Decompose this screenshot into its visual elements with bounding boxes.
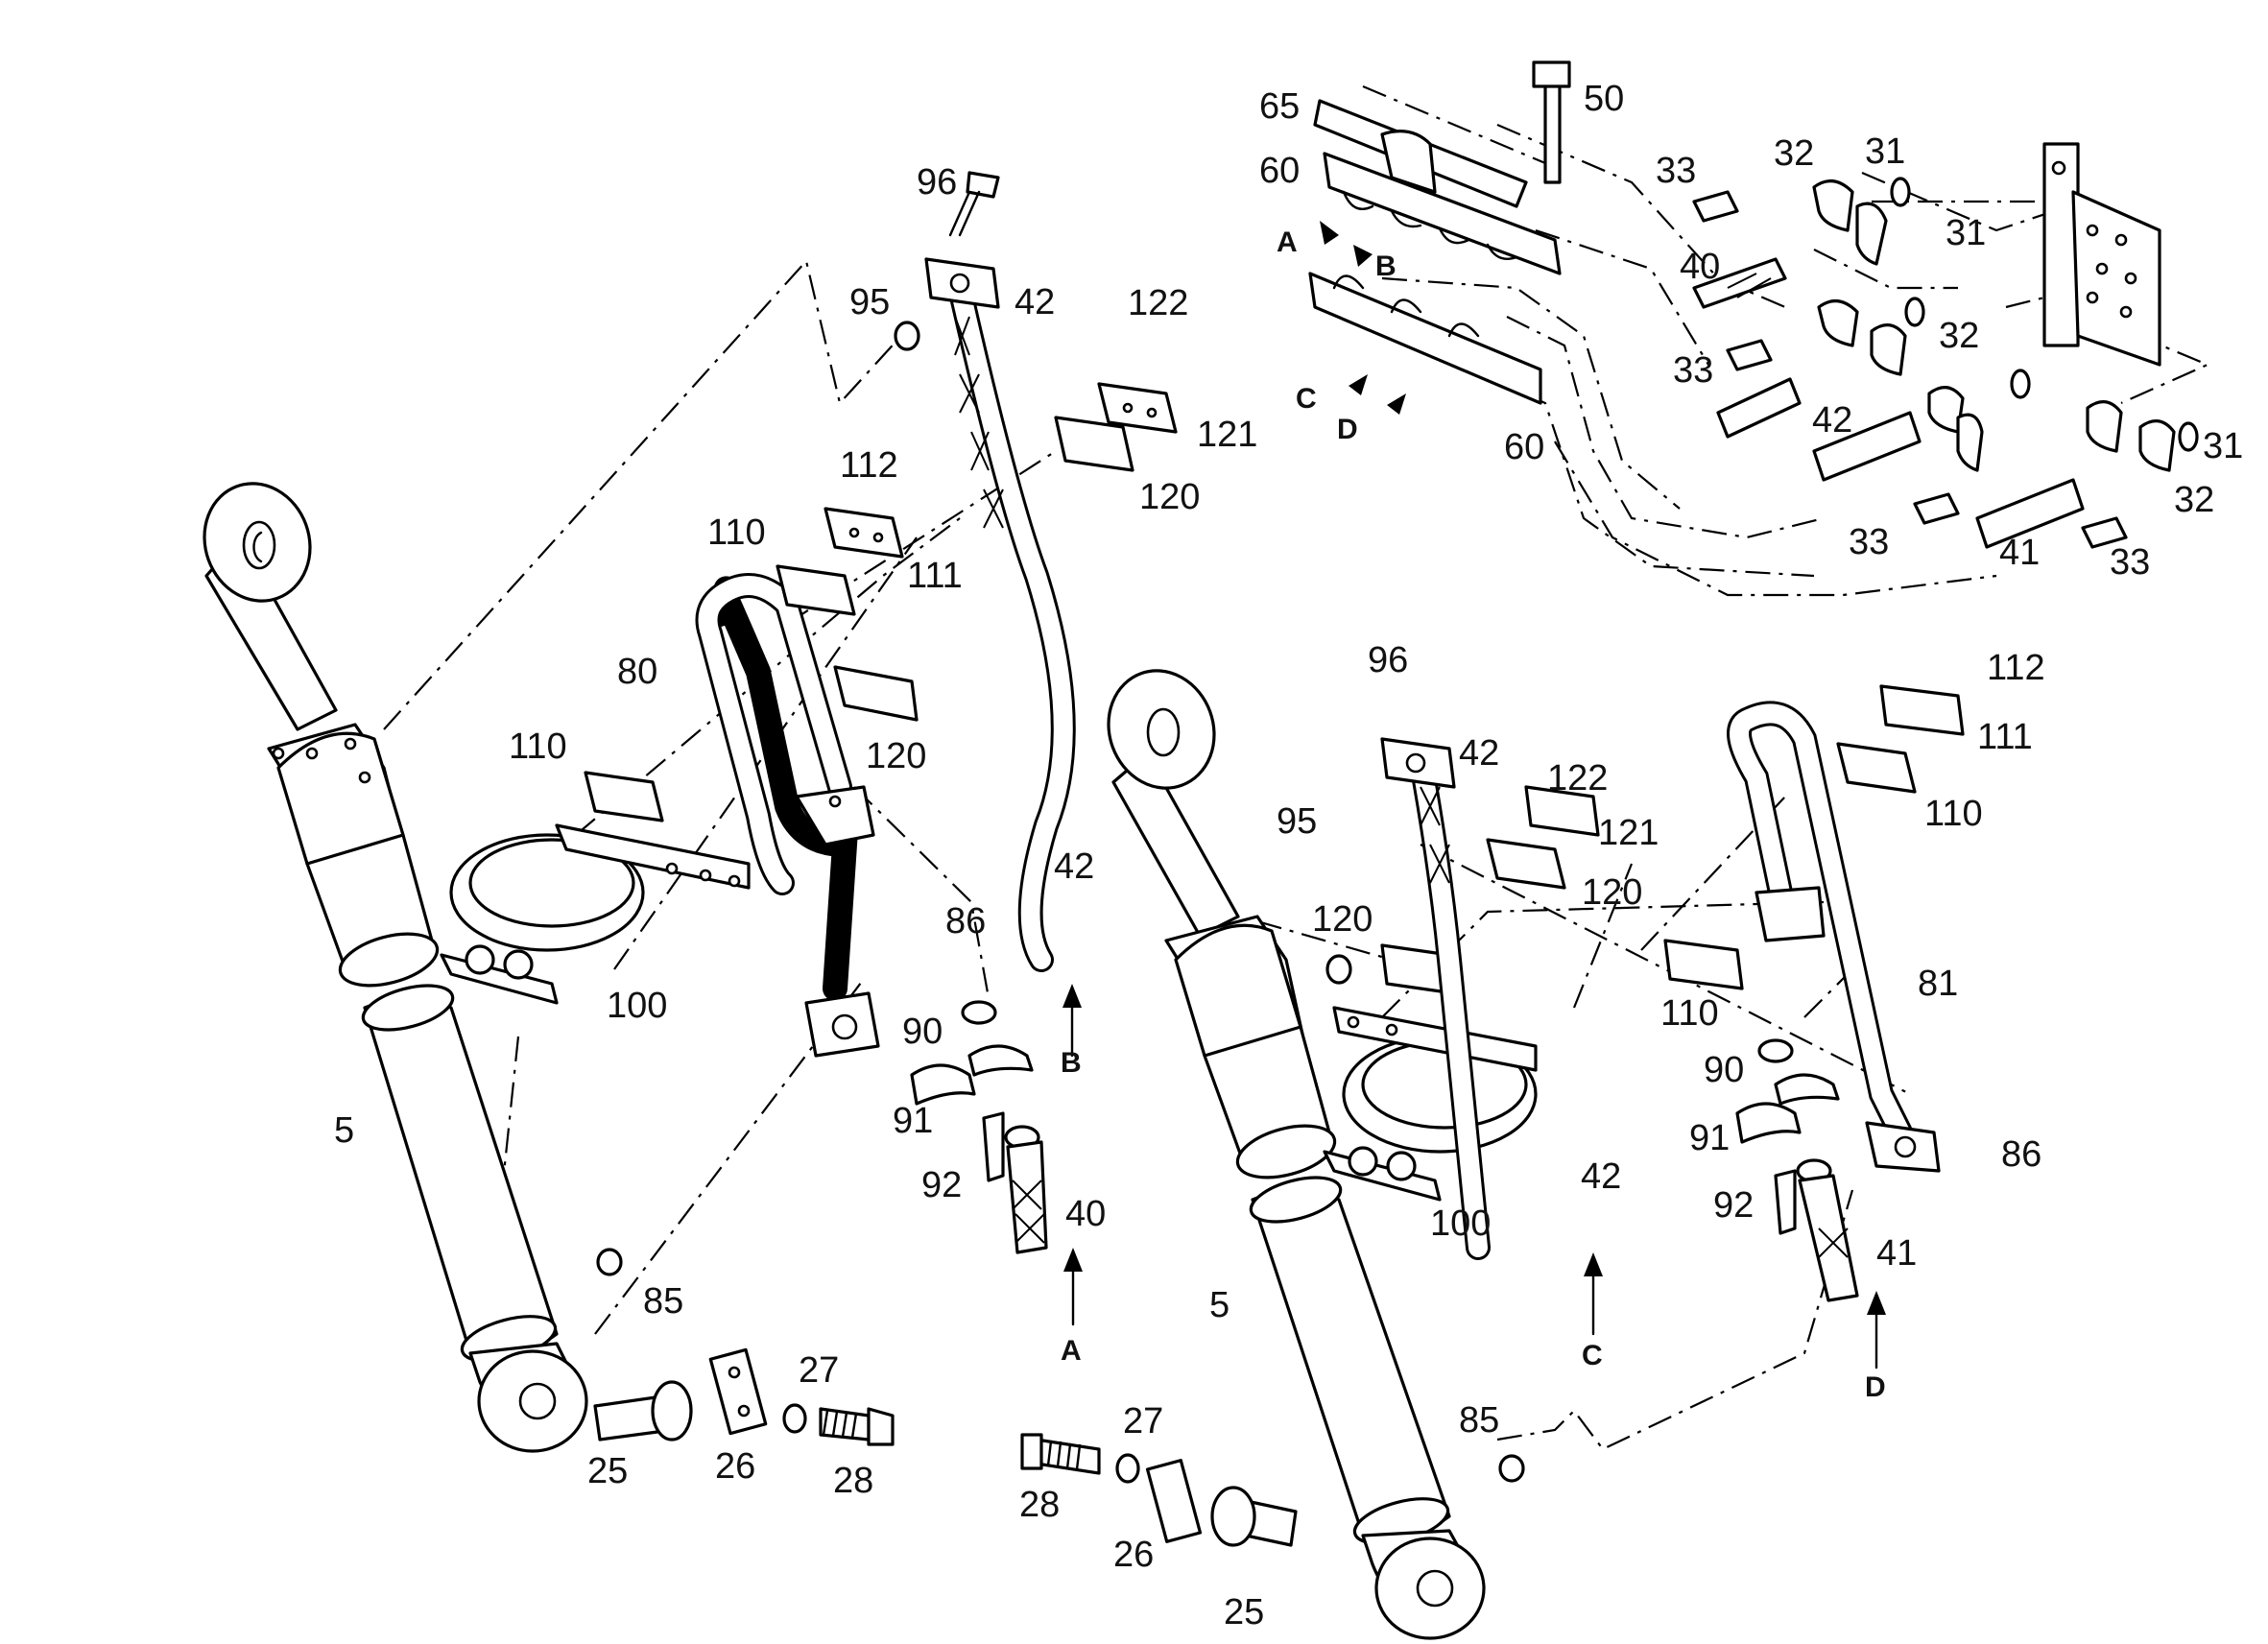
callout-25: 25: [1224, 1592, 1264, 1632]
flow-marker-A-top: A: [1277, 226, 1298, 258]
callout-110: 110: [1924, 794, 1983, 834]
callout-27: 27: [1123, 1401, 1163, 1441]
callout-5: 5: [334, 1110, 354, 1151]
callout-111: 111: [1977, 717, 2033, 757]
right-hose-42: [1325, 737, 1491, 1260]
callout-111: 111: [907, 556, 963, 596]
callout-31: 31: [1946, 213, 1986, 253]
left-hose-42: [894, 171, 1076, 972]
callout-28: 28: [1019, 1485, 1060, 1525]
top-right-detail: [1308, 60, 2199, 549]
callout-42: 42: [1581, 1156, 1621, 1197]
left-hydraulic-cylinder: [203, 482, 588, 1453]
callout-100: 100: [607, 986, 667, 1026]
callout-42: 42: [1054, 846, 1094, 887]
callout-32: 32: [1939, 316, 1979, 356]
callout-33: 33: [1656, 151, 1696, 191]
callout-120: 120: [1312, 899, 1373, 940]
callout-110: 110: [1660, 993, 1719, 1034]
callout-33: 33: [2110, 542, 2150, 583]
callout-90: 90: [902, 1012, 943, 1052]
callout-110: 110: [707, 512, 766, 553]
callout-96: 96: [917, 162, 957, 203]
callout-85: 85: [643, 1281, 683, 1322]
callout-41: 41: [1999, 533, 2040, 573]
callout-120: 120: [1582, 872, 1642, 913]
flow-marker-C: C: [1582, 1340, 1603, 1371]
callout-122: 122: [1547, 758, 1608, 798]
callout-122: 122: [1128, 283, 1188, 323]
callout-27: 27: [799, 1350, 839, 1391]
callout-86: 86: [2001, 1134, 2041, 1175]
callout-40: 40: [1065, 1194, 1106, 1234]
callout-85: 85: [1459, 1400, 1499, 1441]
callout-26: 26: [715, 1446, 755, 1487]
callout-112: 112: [840, 445, 898, 486]
callout-42: 42: [1812, 400, 1852, 441]
right-pin-and-bolt: [1020, 1433, 1298, 1547]
left-pin-and-bolt: [593, 1347, 895, 1446]
flow-marker-C-top: C: [1296, 383, 1317, 415]
callout-81: 81: [1918, 964, 1958, 1004]
callout-31: 31: [2203, 426, 2243, 466]
callout-86: 86: [945, 901, 986, 941]
callout-91: 91: [1689, 1118, 1730, 1158]
callout-42: 42: [1459, 733, 1499, 774]
callout-5: 5: [1209, 1285, 1229, 1325]
callout-41: 41: [1876, 1233, 1917, 1274]
flow-marker-D-top: D: [1337, 414, 1358, 445]
callout-121: 121: [1598, 813, 1659, 853]
callout-120: 120: [866, 736, 926, 776]
callout-121: 121: [1197, 415, 1257, 455]
callout-26: 26: [1113, 1535, 1154, 1575]
callout-32: 32: [2174, 480, 2214, 520]
callout-42: 42: [1015, 282, 1055, 322]
callout-labels: 5 5 25 25 26 26 27 27 28 28 31 31 31 32 …: [334, 79, 2243, 1632]
left-blocks: [584, 382, 1178, 822]
left-clamp-100: [440, 823, 751, 1005]
flow-marker-B-top: B: [1375, 250, 1397, 282]
left-fittings: [596, 1000, 1048, 1276]
callout-91: 91: [893, 1101, 933, 1141]
callout-110: 110: [509, 727, 567, 767]
callout-65: 65: [1259, 86, 1300, 127]
right-fittings: [1498, 1038, 1859, 1483]
callout-28: 28: [833, 1461, 873, 1501]
right-blocks: [1380, 684, 1965, 995]
callout-100: 100: [1430, 1203, 1491, 1244]
callout-50: 50: [1584, 79, 1624, 119]
callout-40: 40: [1680, 247, 1720, 287]
callout-33: 33: [1673, 350, 1713, 391]
flow-marker-D: D: [1865, 1371, 1886, 1403]
callout-95: 95: [849, 282, 890, 322]
right-pipe-81: [1727, 701, 1941, 1173]
callout-90: 90: [1704, 1050, 1744, 1090]
callout-96: 96: [1368, 640, 1408, 680]
callout-33: 33: [1849, 522, 1889, 562]
callout-32: 32: [1774, 133, 1814, 174]
right-clamp-100: [1323, 1006, 1538, 1202]
callout-95: 95: [1277, 801, 1317, 842]
callout-25: 25: [587, 1451, 628, 1491]
callout-112: 112: [1987, 648, 2045, 688]
callout-120: 120: [1139, 477, 1200, 517]
callout-60: 60: [1259, 151, 1300, 191]
right-hydraulic-cylinder: [1107, 669, 1486, 1640]
left-pipe-80: [695, 573, 880, 1058]
callout-60: 60: [1504, 427, 1544, 467]
callout-92: 92: [1713, 1185, 1754, 1226]
callout-31: 31: [1865, 131, 1905, 172]
flow-marker-B: B: [1061, 1047, 1082, 1079]
callout-80: 80: [617, 652, 657, 692]
flow-arrows: [1062, 221, 1886, 1370]
callout-92: 92: [921, 1165, 962, 1205]
flow-marker-A: A: [1061, 1335, 1082, 1367]
